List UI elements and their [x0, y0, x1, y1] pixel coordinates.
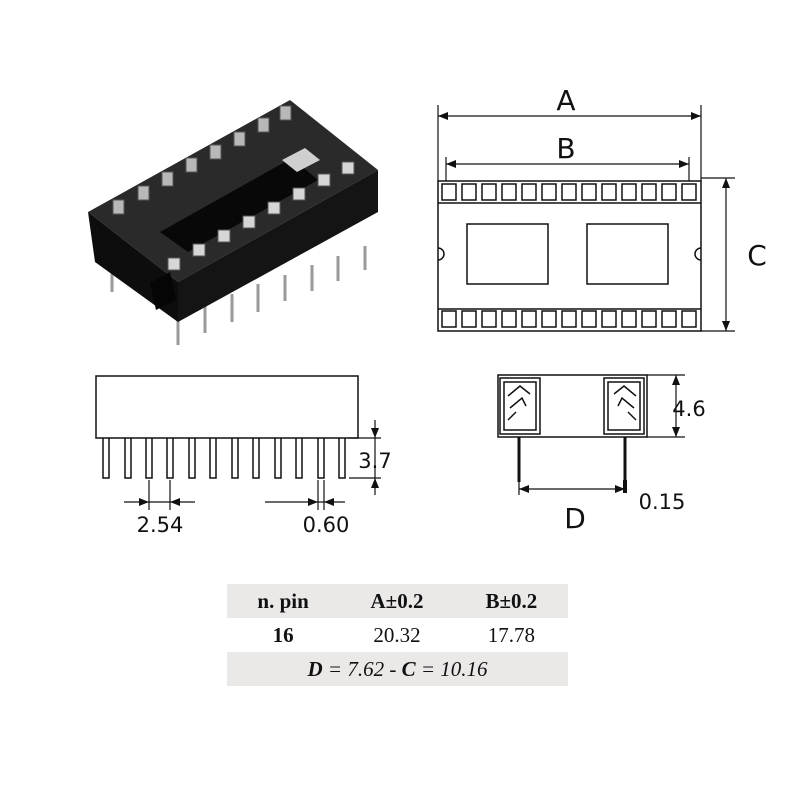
dimension-b: [445, 157, 690, 181]
spec-table: n. pin A±0.2 B±0.2 16 20.32 17.78 D = 7.…: [227, 584, 568, 686]
footer-c-eq: = 10.16: [415, 656, 488, 681]
label-pin-thickness: 0.15: [639, 490, 686, 514]
dimension-a: [437, 105, 702, 181]
footer-c-label: C: [401, 656, 416, 681]
section-body: [497, 374, 648, 438]
dip-socket-photo: [88, 100, 378, 345]
label-pin-width: 0.60: [303, 513, 350, 537]
table-footer-row: D = 7.62 - C = 10.16: [227, 652, 568, 686]
label-pin-length: 3.7: [358, 449, 391, 473]
label-pin-pitch: 2.54: [137, 513, 184, 537]
label-c: C: [747, 239, 767, 272]
dimension-pin-length: [349, 420, 381, 495]
side-view-drawing: [95, 375, 359, 479]
right-notch: [694, 247, 702, 261]
header-a: A±0.2: [339, 584, 455, 618]
label-a: A: [556, 84, 575, 117]
cell-b: 17.78: [454, 618, 568, 652]
bottom-pin-row: [441, 310, 697, 328]
footer-d-eq: = 7.62 -: [322, 656, 402, 681]
table-row: 16 20.32 17.78: [227, 618, 568, 652]
left-window: [466, 223, 549, 285]
dimension-pin-width: [265, 480, 345, 510]
top-view-drawing: [437, 180, 702, 332]
table-header-row: n. pin A±0.2 B±0.2: [227, 584, 568, 618]
side-body: [95, 375, 359, 439]
header-pins: n. pin: [227, 584, 340, 618]
label-b: B: [556, 132, 575, 165]
top-pin-row: [441, 183, 697, 201]
right-window: [586, 223, 669, 285]
side-pins: [102, 438, 346, 479]
dimension-pin-pitch: [124, 480, 195, 510]
footer-formula: D = 7.62 - C = 10.16: [227, 652, 568, 686]
left-notch: [437, 247, 445, 261]
header-b: B±0.2: [454, 584, 568, 618]
label-d: D: [564, 502, 586, 535]
cross-section-drawing: [497, 374, 648, 482]
footer-d-label: D: [307, 656, 323, 681]
cell-pins: 16: [227, 618, 340, 652]
dimension-d: [518, 480, 627, 495]
label-height: 4.6: [672, 397, 705, 421]
dimension-c: [701, 177, 735, 332]
cell-a: 20.32: [339, 618, 455, 652]
socket-top-outline: [437, 180, 702, 332]
dimension-height: [647, 374, 685, 438]
